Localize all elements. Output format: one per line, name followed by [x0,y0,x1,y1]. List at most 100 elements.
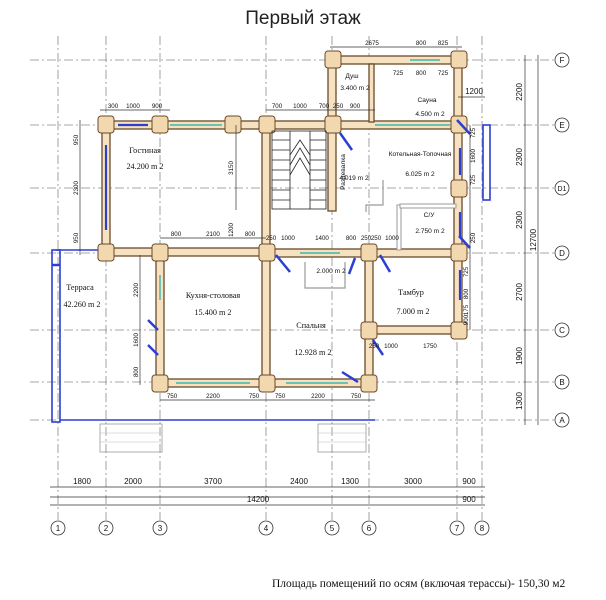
dim-right-1: 2200 [515,83,524,101]
dim-k-top-2: 2100 [206,231,220,238]
room-name-tambur: Тамбур [398,288,424,297]
axis-label-D1: D1 [558,186,567,193]
dim-t-3: 1750 [423,343,437,350]
dim-k-top-3: 800 [245,231,256,238]
dim-rs-2: 1600 [470,149,477,163]
dim-b-row-4: 750 [275,393,286,400]
room-name-wc: С/У [424,212,436,219]
dim-rs-7: 175 [463,304,470,315]
dim-r-top-2: 1000 [293,103,307,110]
dim-g-left-3: 950 [73,232,80,243]
dim-bottom-1: 1800 [73,477,91,486]
dim-k-left-2: 1600 [133,333,140,347]
dim-right-3: 2300 [515,211,524,229]
room-name-sauna: Сауна [417,97,436,104]
dim-mid-3: 1400 [315,235,329,242]
area-summary-note: Площадь помещений по осям (включая терас… [272,578,566,590]
room-name-kitchen: Кухня-столовая [186,291,241,300]
dim-bottom-6: 3000 [404,477,422,486]
room-area-bedroom: 12.928 m 2 [294,348,331,357]
terrace-outline [51,249,375,453]
dim-rs-8: 900 [463,314,470,325]
room-area-gostinaya: 24.200 m 2 [126,162,163,171]
dim-t-2: 1000 [384,343,398,350]
room-area-wc: 2.750 m 2 [415,228,445,235]
plan-title: Первый этаж [245,8,361,29]
dim-g-top-2: 1000 [126,103,140,110]
dim-b-row-1: 750 [167,393,178,400]
dim-mid-6: 250 [371,235,382,242]
room-area-boiler: 6.025 m 2 [405,171,435,178]
dim-rs-4: 250 [470,232,477,243]
axis-label-7: 7 [455,524,460,533]
axis-label-1: 1 [56,524,61,533]
dim-b-row-6: 750 [351,393,362,400]
dim-mid-7: 1000 [385,235,399,242]
dim-sauna-in-1: 725 [393,70,404,77]
room-area-tambur: 7.000 m 2 [397,307,430,316]
room-area-sauna: 4.500 m 2 [415,111,445,118]
dim-bottom-2: 2000 [124,477,142,486]
axis-label-5: 5 [330,524,335,533]
dimension-lines [50,46,539,506]
axis-label-C: C [559,326,565,335]
axis-label-D: D [559,249,565,258]
room-area-dressing: 4.019 m 2 [339,175,369,182]
room-name-boiler: Котельная-Топочная [389,151,452,158]
room-name-terrace: Терраса [66,283,94,292]
dim-stair-2: 1200 [228,223,235,237]
dim-bottom-5: 1300 [341,477,359,486]
dim-r-top-5: 900 [350,103,361,110]
dim-bottom-total: 14200 [247,495,270,504]
room-name-dressing: Раздевалка [340,154,347,190]
axis-label-A: A [559,416,565,425]
dim-g-top-1: 300 [108,103,119,110]
dim-g-top-3: 900 [152,103,163,110]
dim-r-top-4: 250 [333,103,344,110]
dim-rs-5: 725 [463,266,470,277]
dim-mid-1: 250 [266,235,277,242]
room-name-shower: Душ [345,73,358,80]
axis-label-E: E [559,121,564,130]
axis-label-2: 2 [104,524,109,533]
dim-mid-2: 1000 [281,235,295,242]
dim-right-total: 12700 [529,228,538,251]
dim-sauna-top-1: 2675 [365,40,379,47]
dim-right-6: 1300 [515,392,524,410]
dim-right-2: 2300 [515,148,524,166]
dim-mid-5: 250 [361,235,372,242]
dim-t-1: 250 [369,343,380,350]
dim-rs-6: 800 [463,288,470,299]
dim-b-row-5: 2200 [311,393,325,400]
dim-sauna-top-3: 825 [438,40,449,47]
doors [52,119,471,384]
room-name-bedroom: Спальня [296,321,326,330]
dim-stair-1: 3150 [228,161,235,175]
dim-k-left-1: 2200 [133,283,140,297]
windows [104,59,491,384]
axis-label-B: B [559,378,564,387]
dim-sauna-in-3: 725 [438,70,449,77]
room-area-terrace: 42.260 m 2 [63,300,100,309]
dim-right-5: 1900 [515,347,524,365]
staircase [271,130,327,210]
dim-mid-4: 800 [346,235,357,242]
dim-b-row-3: 750 [249,393,260,400]
dim-sauna-in-2: 800 [416,70,427,77]
dim-g-left-2: 2300 [73,181,80,195]
dim-r-top-1: 700 [272,103,283,110]
dim-right-1200: 1200 [465,87,483,96]
dim-right-4: 2700 [515,283,524,301]
dim-bottom-7: 900 [462,477,476,486]
axis-label-6: 6 [367,524,372,533]
axis-label-3: 3 [158,524,163,533]
axis-label-F: F [560,56,565,65]
dim-rs-3: 725 [470,174,477,185]
axis-label-8: 8 [480,524,485,533]
dim-k-left-3: 800 [133,366,140,377]
dim-b-row-2: 2200 [206,393,220,400]
room-name-gostinaya: Гостиная [129,146,161,155]
dim-sauna-top-2: 800 [416,40,427,47]
dim-g-left-1: 950 [73,134,80,145]
room-area-closet: 2.000 m 2 [316,268,346,275]
